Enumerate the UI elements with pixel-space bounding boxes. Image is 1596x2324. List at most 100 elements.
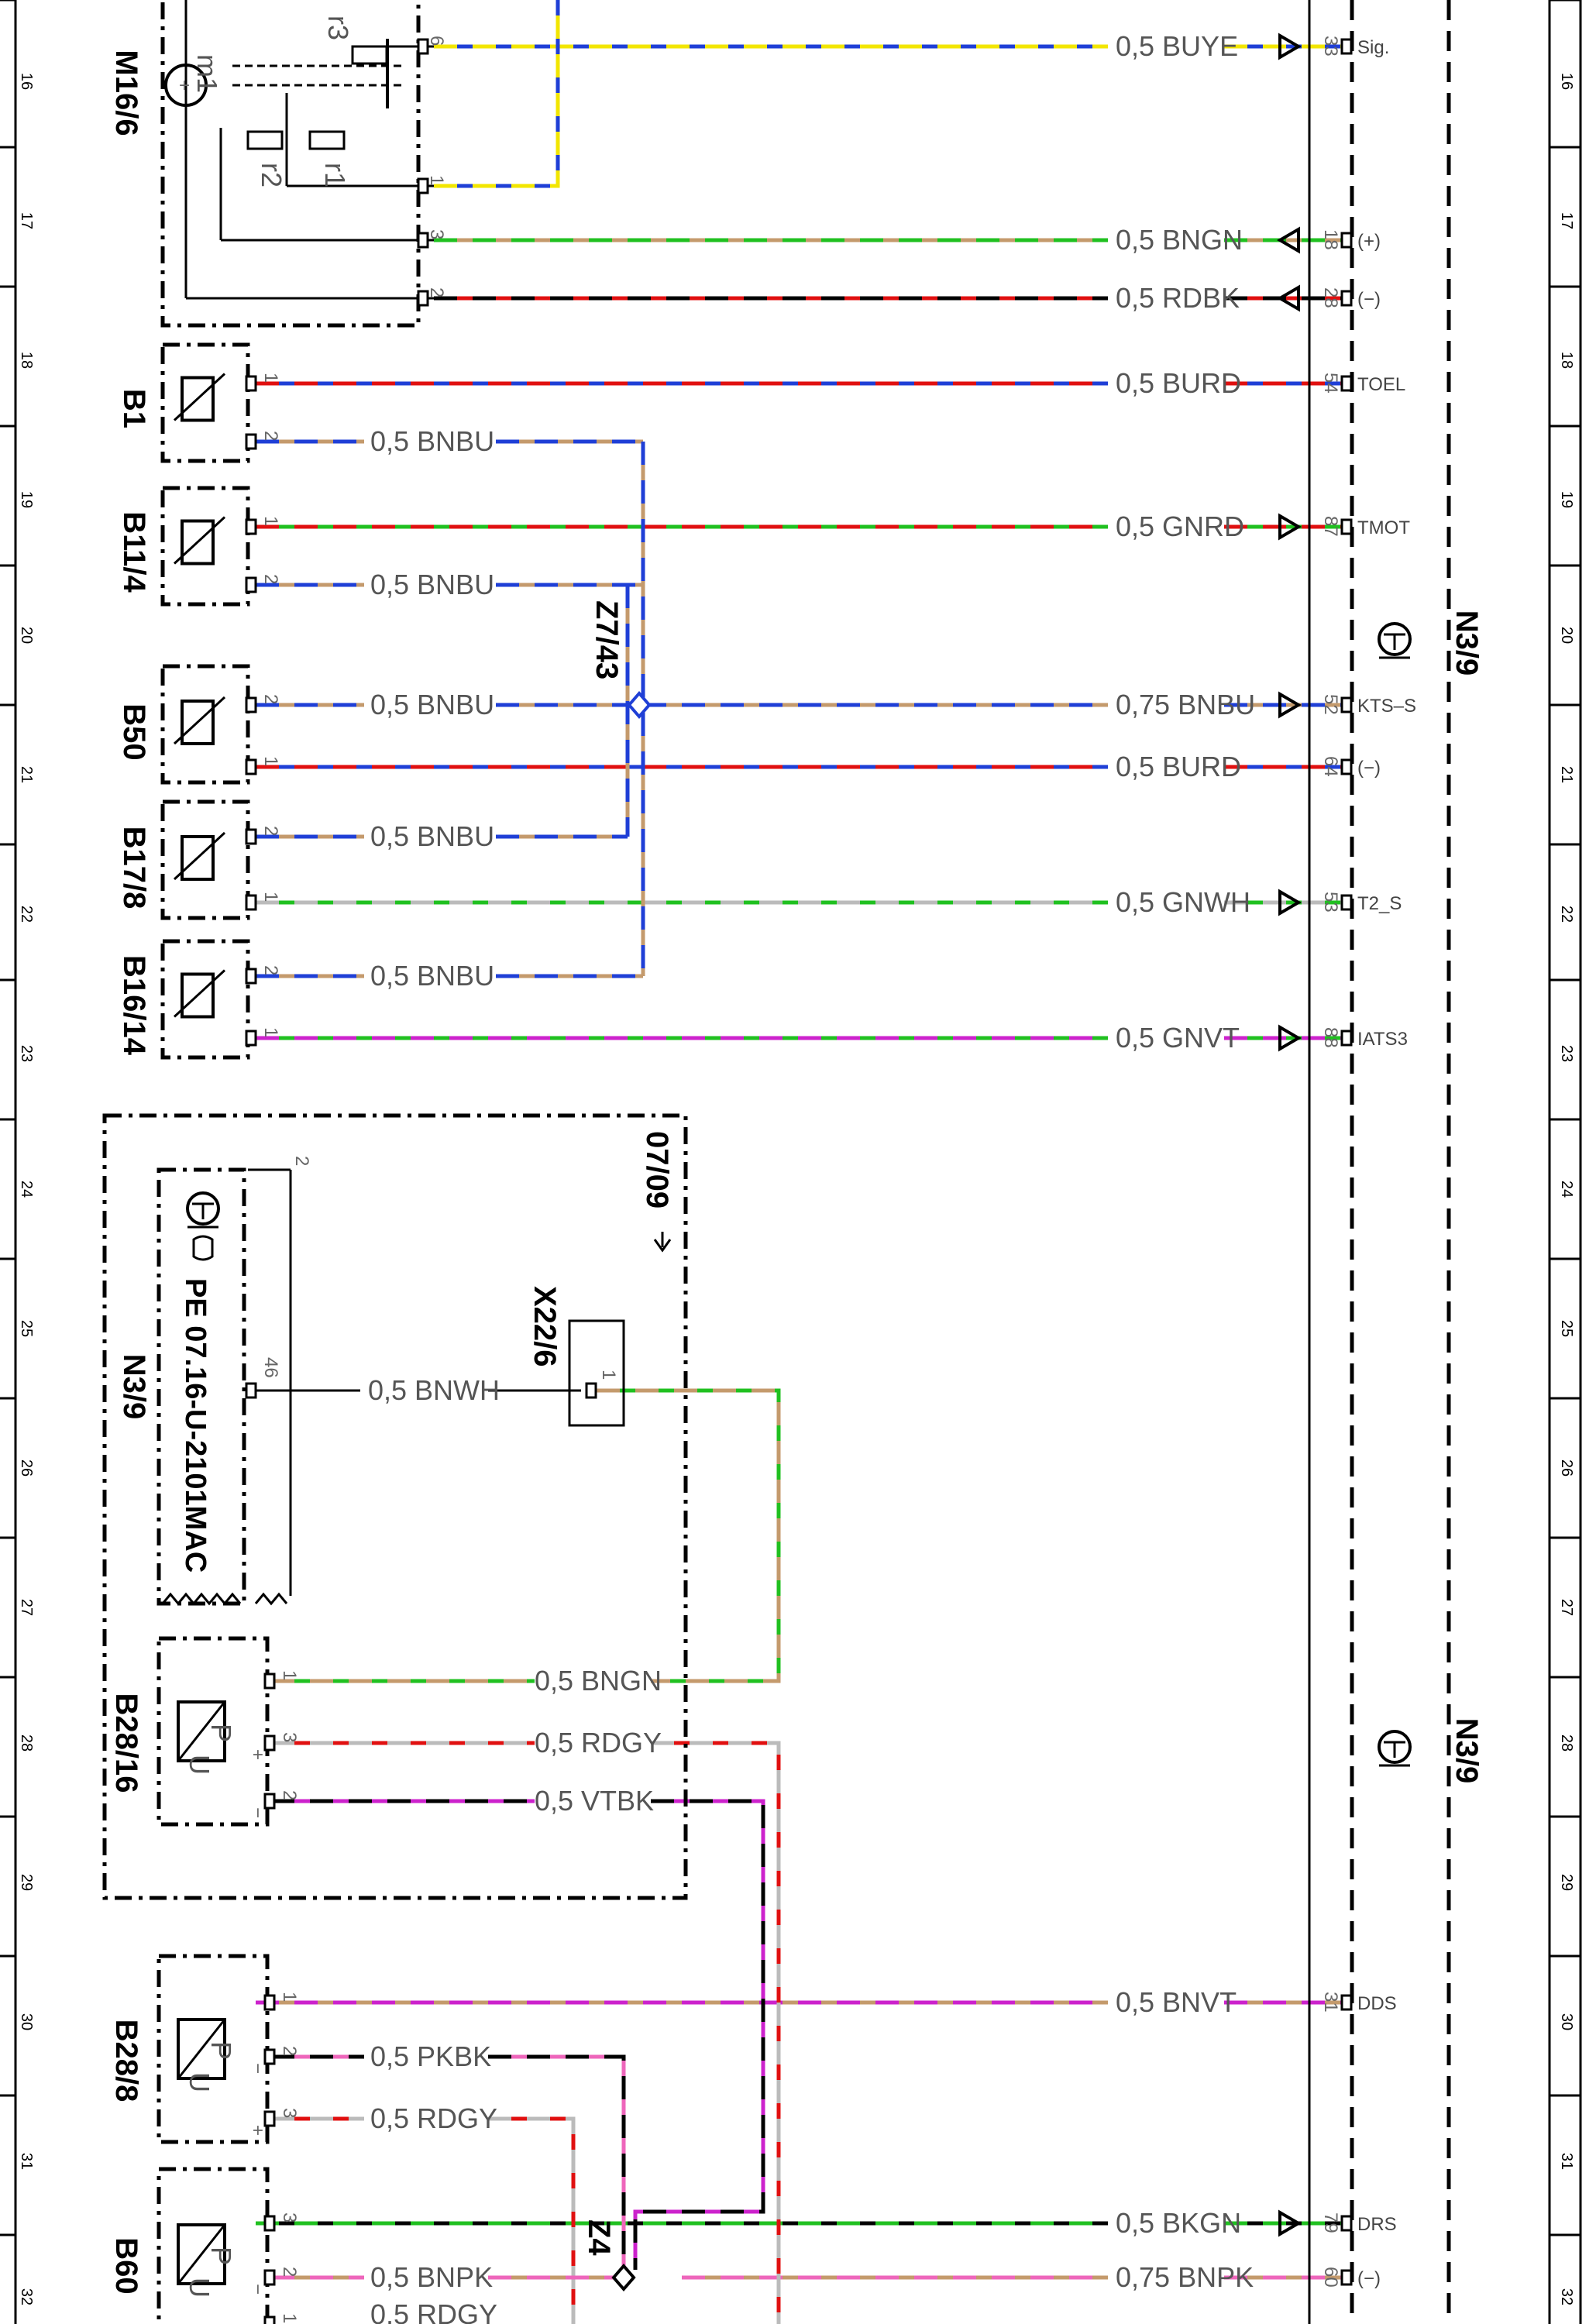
n3-9-inner-ecu-box xyxy=(157,1167,246,1606)
ruler-number-right: 31 xyxy=(1558,2153,1575,2170)
sensor-pin xyxy=(245,518,257,535)
sensor-thermistor-arrow xyxy=(173,696,226,745)
sensor-label-b1: B1 xyxy=(117,389,151,428)
wire-pkbk-down-stripe xyxy=(488,2054,626,2270)
pressure-pin-sign: + xyxy=(247,1749,268,1760)
ruler-number-left: 26 xyxy=(18,1459,35,1477)
wire-label-gnrd: 0,5 GNRD xyxy=(1116,511,1244,542)
signal-arrow-icon xyxy=(1277,226,1300,254)
sensor-box-b11_4 xyxy=(160,486,250,607)
ecu-signal-rdbk: (−) xyxy=(1357,289,1381,310)
pressure-pin xyxy=(263,2269,276,2286)
wire-label-bnbu: 0,5 BNBU xyxy=(370,569,494,600)
sensor-pin xyxy=(245,828,257,845)
ecu-pin-number-buye: 33 xyxy=(1320,36,1341,57)
sensor-box-b1 xyxy=(160,342,250,463)
ecu-pin-number-bnvt: 31 xyxy=(1320,1992,1341,2013)
sensor-label-b17_8: B17/8 xyxy=(117,827,151,909)
wire-label-rdgy2: 0,5 RDGY xyxy=(370,2102,497,2134)
n3-9-inner-box xyxy=(102,1113,688,1900)
wire-label-bnbu: 0,5 BNBU xyxy=(370,425,494,457)
sensor-pin xyxy=(245,576,257,593)
pressure-pin-number: 2 xyxy=(279,2267,300,2277)
m16-pin xyxy=(417,177,429,194)
ruler-number-left: 31 xyxy=(18,2153,35,2170)
wire-label-bnbu075: 0,75 BNBU xyxy=(1116,689,1255,720)
sensor-pin xyxy=(245,375,257,392)
ecu-pin-number-burd1: 54 xyxy=(1320,373,1341,394)
ruler-number-right: 29 xyxy=(1558,1874,1575,1891)
ruler-number-left: 32 xyxy=(18,2288,35,2305)
wire-label-burd2: 0,5 BURD xyxy=(1116,751,1241,782)
resistor-r1-label: r1 xyxy=(319,163,351,187)
ruler-number-right: 30 xyxy=(1558,2013,1575,2030)
sensor-label-b50: B50 xyxy=(117,703,151,760)
ecu-pin-bnpk075 xyxy=(1340,2269,1353,2286)
n3-9-inner-pin-2: 2 xyxy=(291,1156,312,1166)
pressure-label-b28-8: B28/8 xyxy=(109,2020,143,2102)
ecu-pin-bkgn xyxy=(1340,2215,1353,2232)
wire-label-bngn_top: 0,5 BNGN xyxy=(1116,224,1243,256)
sensor-pin xyxy=(245,1030,257,1047)
wire-label-bnvt: 0,5 BNVT xyxy=(1116,1986,1237,2018)
signal-arrow-icon xyxy=(1278,33,1302,60)
ecu-pin-number-bnpk075: 60 xyxy=(1320,2267,1341,2288)
ruler-number-left: 27 xyxy=(18,1599,35,1616)
signal-arrow-icon xyxy=(1278,889,1302,916)
m16-pin xyxy=(417,232,429,249)
z4-label: Z4 xyxy=(582,2219,616,2256)
ecu-pin-gnrd xyxy=(1340,518,1353,535)
signal-arrow-icon xyxy=(1277,284,1300,312)
ruler-number-left: 21 xyxy=(18,766,35,783)
ruler-number-right: 27 xyxy=(1558,1599,1575,1616)
ruler-number-right: 17 xyxy=(1558,212,1575,229)
x22-6-label: X22/6 xyxy=(528,1286,562,1367)
ecu-pin-number-gnvt: 88 xyxy=(1320,1027,1341,1048)
ruler-number-right: 18 xyxy=(1558,352,1575,369)
ecu-signal-bkgn: DRS xyxy=(1357,2214,1397,2235)
wire-label-gnvt: 0,5 GNVT xyxy=(1116,1022,1240,1054)
ecu-pin-number-gnwh: 53 xyxy=(1320,892,1341,913)
sensor-thermistor-arrow xyxy=(173,373,226,421)
pressure-label-b28-16: B28/16 xyxy=(109,1693,143,1793)
ruler-number-left: 30 xyxy=(18,2013,35,2030)
m16-pin xyxy=(417,38,429,55)
ecu-label-bottom: N3/9 xyxy=(1450,1718,1484,1784)
sensor-pin xyxy=(245,696,257,713)
sensor-pin-number: 1 xyxy=(260,1027,281,1037)
pressure-pin-number: 3 xyxy=(279,1732,300,1742)
pressure-sensor-diag xyxy=(177,2019,226,2079)
wire-label-vtbk: 0,5 VTBK xyxy=(535,1785,654,1817)
m16-pin-number: 2 xyxy=(426,287,447,297)
ecu-pin-buye xyxy=(1340,38,1353,55)
resistor-r1 xyxy=(308,130,346,150)
ruler-number-right: 24 xyxy=(1558,1181,1575,1198)
ecu-pin-number-rdbk: 28 xyxy=(1320,287,1341,308)
ruler-number-left: 22 xyxy=(18,906,35,923)
pressure-pin-number: 3 xyxy=(279,2212,300,2223)
pressure-u-label: U xyxy=(184,2278,215,2298)
m16-6-box xyxy=(160,0,421,328)
diagnosis-hand-icon xyxy=(192,1235,214,1261)
ecu-signal-burd2: (−) xyxy=(1357,758,1381,779)
ecu-pin-rdbk xyxy=(1340,290,1353,307)
x22-6-connector xyxy=(568,1319,625,1427)
pressure-pin-sign: − xyxy=(247,2284,268,2295)
ecu-symbol-icon xyxy=(1378,622,1412,656)
signal-arrow-icon xyxy=(1278,691,1302,719)
ecu-pin-number-gnrd: 87 xyxy=(1320,516,1341,537)
ruler-number-left: 16 xyxy=(18,73,35,90)
signal-arrow-icon xyxy=(1278,1024,1302,1052)
z7-43-label: Z7/43 xyxy=(590,600,624,679)
ruler-number-left: 18 xyxy=(18,352,35,369)
sensor-pin-number: 2 xyxy=(260,694,281,704)
pressure-pin-number: 2 xyxy=(279,2046,300,2056)
ecu-pin-gnwh xyxy=(1340,894,1353,911)
ecu-signal-burd1: TOEL xyxy=(1357,374,1405,395)
sensor-pin-number: 2 xyxy=(260,574,281,584)
ecu-pin-number-bnbu075: 52 xyxy=(1320,694,1341,715)
pressure-pin xyxy=(263,2048,276,2065)
wire-x22-to-b28-stripe xyxy=(597,1388,781,1683)
ecu-symbol-icon xyxy=(1378,1730,1412,1764)
